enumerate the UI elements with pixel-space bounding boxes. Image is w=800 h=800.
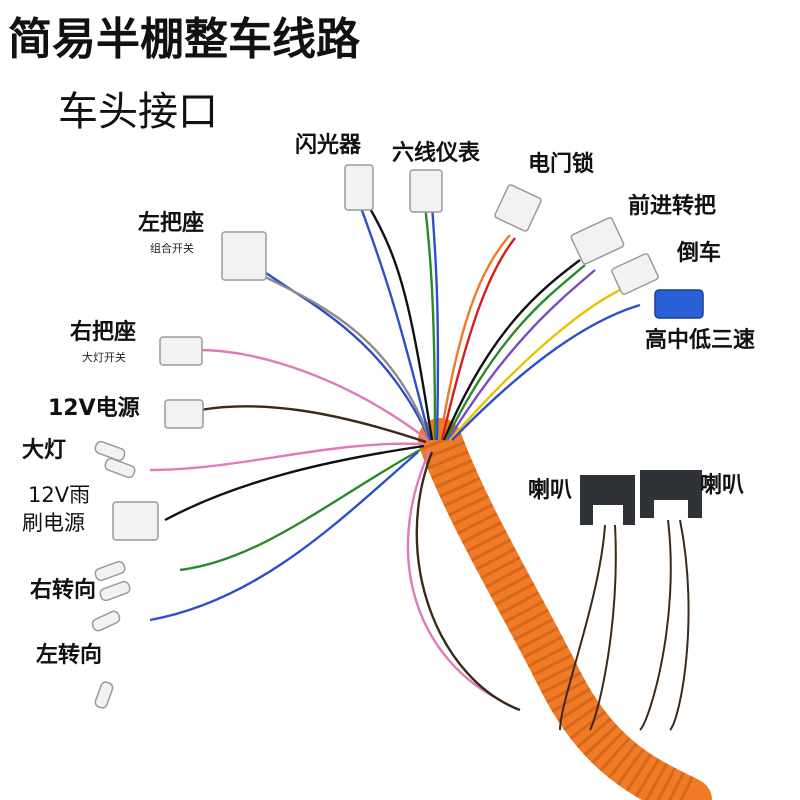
power-connector — [164, 399, 204, 429]
throttle-connector — [570, 217, 625, 265]
page-title: 简易半棚整车线路 — [8, 14, 360, 65]
label-power-12v: 12V电源 — [48, 396, 140, 421]
label-reverse: 倒车 — [677, 241, 722, 266]
label-horn-left: 喇叭 — [528, 478, 573, 503]
page-subtitle: 车头接口 — [58, 89, 218, 135]
label-left-switch-note: 组合开关 — [150, 242, 194, 255]
label-right-switch-note: 大灯开关 — [82, 351, 126, 364]
label-wiper-power-2: 刷电源 — [22, 511, 85, 535]
meter-connector — [409, 169, 443, 213]
right-switch-connector — [159, 336, 203, 366]
horn-wires — [559, 519, 690, 731]
label-horn-right: 喇叭 — [700, 473, 745, 498]
label-right-switch: 右把座 — [70, 320, 137, 345]
label-throttle: 前进转把 — [628, 194, 717, 219]
white-connectors — [91, 164, 659, 709]
label-three-speed: 高中低三速 — [645, 328, 756, 353]
label-headlight: 大灯 — [22, 438, 67, 463]
reverse-connector — [611, 253, 659, 295]
label-six-wire-meter: 六线仪表 — [392, 141, 481, 166]
horn-connectors — [580, 470, 702, 525]
label-ignition-lock: 电门锁 — [528, 152, 595, 177]
label-left-turn: 左转向 — [36, 643, 103, 668]
flasher-connector — [344, 164, 374, 211]
lock-connector — [494, 184, 542, 232]
left-switch-connector — [221, 231, 267, 281]
label-wiper-power-1: 12V雨 — [28, 483, 91, 507]
label-flasher: 闪光器 — [295, 133, 362, 158]
wire-bundle — [149, 204, 641, 712]
speed-plug — [654, 289, 704, 319]
orange-sleeve — [418, 418, 712, 800]
label-left-switch: 左把座 — [138, 211, 205, 236]
label-right-turn: 右转向 — [30, 578, 97, 603]
wiper-connector — [112, 501, 159, 541]
